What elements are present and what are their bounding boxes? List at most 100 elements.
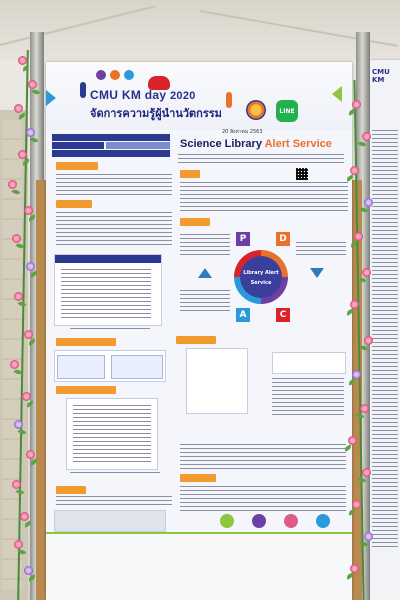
- flower-icon: [14, 420, 23, 429]
- university-logo: [96, 70, 106, 80]
- section-heading: [180, 170, 200, 178]
- flower-icon: [20, 512, 29, 521]
- flower-icon: [24, 330, 33, 339]
- section-heading: [56, 162, 98, 170]
- flower-icon: [26, 450, 35, 459]
- poster-main-title: Science Library Alert Service: [180, 138, 332, 150]
- flower-icon: [364, 532, 373, 541]
- flower-icon: [12, 480, 21, 489]
- flower-icon: [362, 268, 371, 277]
- workflow-icons: [272, 352, 346, 374]
- person-figure: [226, 92, 232, 108]
- alert-history-screenshot: [54, 254, 162, 326]
- event-title: CMU KM day 2020: [90, 88, 196, 102]
- flower-icon: [22, 392, 31, 401]
- partner-logo: [124, 70, 134, 80]
- flower-icon: [24, 566, 33, 575]
- flower-icon: [14, 104, 23, 113]
- section-heading: [56, 486, 86, 494]
- flower-icon: [18, 150, 27, 159]
- flower-icon: [28, 80, 37, 89]
- diagram-text: [180, 234, 230, 256]
- header-triangle-left: [46, 90, 56, 106]
- diagram-text: [296, 242, 346, 258]
- section-heading: [56, 200, 92, 208]
- event-subtitle: จัดการความรู้ผู้นำนวัตกรรม: [90, 107, 222, 120]
- section-text: [56, 174, 172, 198]
- section-heading: [180, 474, 216, 482]
- flower-icon: [26, 128, 35, 137]
- caption-text: [70, 472, 160, 476]
- flower-icon: [352, 500, 361, 509]
- poster-footer-line: [46, 532, 352, 534]
- screenshot-rows: [61, 269, 151, 319]
- partner-logo: [110, 70, 120, 80]
- flower-icon: [352, 370, 361, 379]
- km-poster: CMU KM day 2020 จัดการความรู้ผู้นำนวัตกร…: [46, 62, 352, 600]
- flower-icon: [348, 436, 357, 445]
- qr-code-icon: [296, 168, 308, 180]
- flower-icon: [364, 336, 373, 345]
- caption-text: [70, 328, 150, 332]
- flower-icon: [14, 540, 23, 549]
- section-heading: [56, 386, 116, 394]
- flower-icon: [24, 206, 33, 215]
- pdca-a: A: [236, 308, 250, 322]
- staff-photos: [54, 510, 166, 532]
- pdca-p: P: [236, 232, 250, 246]
- flower-icon: [364, 198, 373, 207]
- adjacent-poster-text: [372, 130, 398, 550]
- left-wood-panel: [36, 180, 48, 600]
- library-badge-text: Library Alert Service: [240, 256, 282, 298]
- flower-icon: [352, 100, 361, 109]
- person-figure: [80, 82, 86, 98]
- flower-icon: [12, 234, 21, 243]
- info-row: [52, 150, 170, 157]
- screenshot-block: [57, 355, 105, 379]
- partner-logo: [316, 514, 330, 528]
- flower-icon: [8, 180, 17, 189]
- partner-logo: [220, 514, 234, 528]
- workflow-diagram: [186, 348, 248, 414]
- info-row: [52, 142, 104, 149]
- notification-screenshot: [66, 398, 158, 470]
- flower-icon: [350, 300, 359, 309]
- ceiling: [0, 0, 400, 60]
- library-alert-badge: Library Alert Service: [234, 250, 288, 304]
- partner-logo: [284, 514, 298, 528]
- section-text: [180, 182, 348, 212]
- section-text: [56, 496, 172, 508]
- header-triangle-right: [332, 86, 342, 102]
- info-cell: [106, 142, 170, 149]
- partner-logo: [252, 514, 266, 528]
- heart-icon: [148, 76, 170, 90]
- screenshot-block: [111, 355, 163, 379]
- section-text: [56, 212, 172, 248]
- section-heading: [176, 336, 216, 344]
- line-logo-icon: LINE: [276, 100, 298, 122]
- km-logo: [246, 100, 266, 120]
- flower-icon: [362, 132, 371, 141]
- screenshot-header: [55, 255, 161, 263]
- info-row: [52, 134, 170, 141]
- flower-icon: [354, 232, 363, 241]
- event-date: 20 สิงหาคม 2563: [222, 129, 263, 135]
- diagram-text: [180, 290, 230, 312]
- section-heading: [56, 338, 116, 346]
- section-heading: [180, 218, 210, 226]
- workflow-text: [272, 378, 344, 418]
- arrow-icon: [198, 268, 212, 278]
- poster-footer: [46, 534, 352, 600]
- web-page-screenshot: [54, 350, 166, 382]
- flower-icon: [26, 262, 35, 271]
- section-text: [180, 486, 346, 512]
- flower-icon: [360, 404, 369, 413]
- section-text: [180, 444, 346, 472]
- pdca-c: C: [276, 308, 290, 322]
- flower-icon: [18, 56, 27, 65]
- flower-icon: [350, 166, 359, 175]
- flower-icon: [350, 564, 359, 573]
- title-description: [178, 154, 344, 164]
- pdca-d: D: [276, 232, 290, 246]
